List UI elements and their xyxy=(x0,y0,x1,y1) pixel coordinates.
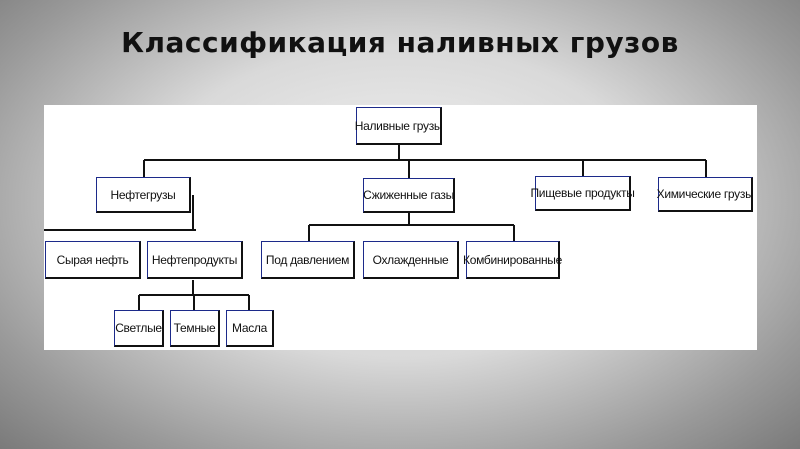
slide-title: Классификация наливных грузов xyxy=(121,26,679,59)
diagram-panel: Наливные грузы Нефтегрузы Сжиженные газы… xyxy=(44,105,757,350)
node-dark: Темные xyxy=(170,310,220,347)
node-food-products: Пищевые продукты xyxy=(530,176,635,211)
node-crude-oil: Сырая нефть xyxy=(45,241,141,279)
node-root: Наливные грузы xyxy=(355,107,443,145)
node-liquefied-gases: Сжиженные газы xyxy=(363,178,455,213)
node-oil-cargo: Нефтегрузы xyxy=(96,177,191,213)
node-chemical-cargo: Химические грузы xyxy=(657,177,754,212)
node-cooled: Охлажденные xyxy=(363,241,459,279)
node-combined: Комбинированные xyxy=(463,241,562,279)
node-oils: Масла xyxy=(226,310,274,347)
connector-lines xyxy=(44,145,707,310)
node-under-pressure: Под давлением xyxy=(261,241,355,279)
node-oil-products: Нефтепродукты xyxy=(147,241,243,279)
node-light: Светлые xyxy=(114,310,164,347)
